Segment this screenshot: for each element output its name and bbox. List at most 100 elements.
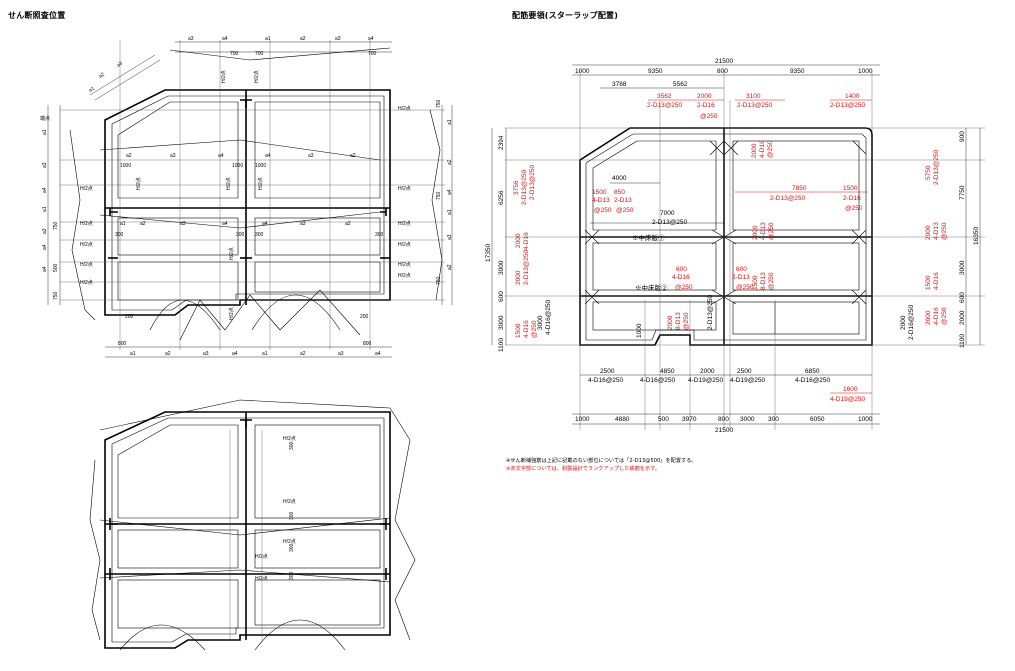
dimension-label: 3000 [959,260,966,275]
dimension-label: a3 [300,221,306,227]
dimension-label: 4-D16 [933,272,940,290]
dimension-label: 1600 [843,386,858,393]
dimension-label: 2500 [737,368,752,375]
cell-tl [117,101,239,199]
dimension-label: 200 [360,314,369,320]
dimension-label: 2-D13@250 [707,294,714,330]
dimension-label: 3562 [657,93,672,100]
dimension-label: H/2点 [283,499,296,505]
dimension-label: H/2点 [398,106,411,112]
dimension-label: 200 [125,314,134,320]
dimension-label: 4850 [660,368,675,375]
dimension-label: H/2点 [254,70,260,83]
dimension-label: 500 [658,416,669,423]
dimension-label: 600 [959,292,966,303]
dimension-label: 700 [230,51,239,57]
dimension-label: 2-D13@250 [521,169,528,205]
dimension-label: 300 [768,416,779,423]
dimension-label: H/2点 [283,436,296,442]
dimension-label: 16350 [973,227,980,245]
dimension-label: 9350 [790,68,805,75]
dimension-label: 2-D13@250 [647,102,683,109]
dimension-label: 2-D13 [614,197,632,204]
dimension-label: @250 [768,272,775,290]
dimension-label: 3788 [612,81,627,88]
dimension-label: H/2点 [398,262,411,268]
left-top-left-dims: a1 a3 a4 a1 a3 a4 a4 750 500 750 [42,105,61,305]
dimension-label: 2000 [515,233,522,248]
dimension-label: 750 [53,221,59,230]
dimension-label: a2 [300,36,306,42]
dimension-label: 4-D19@250 [830,396,866,403]
dimension-label: a4 [42,187,48,193]
cell-ml [117,217,239,256]
dimension-label: 300 [375,232,384,238]
dimension-label: a4 [218,153,224,159]
right-red-top: 3562 2000 2-D13@250 2-D16 @250 3100 2-D1… [647,93,872,158]
dimension-label: a1 [262,351,268,357]
dimension-label: 3000 [537,315,544,330]
dimension-label: 5750 [925,165,932,180]
left-top-bottom-dims: 800 800 a1 a2 a3 a4 a1 a2 a3 a4 200 200 [105,314,392,358]
dimension-label: 3100 [746,93,761,100]
dimension-label: 2-D16@250 [908,304,915,340]
dimension-label: 750 [53,291,59,300]
dimension-label: 1500 [515,323,522,338]
dimension-label: 4-D16 [523,232,530,250]
outer-wall-inner [111,95,385,311]
dimension-label: 800 [363,341,372,347]
dimension-label: 端点 [40,115,50,122]
dimension-label: 300 [289,511,295,520]
dimension-label: H/2点 [255,576,268,582]
dimension-label: 1100 [959,334,966,348]
dimension-label: 1500 [592,189,607,196]
right-interior: 4000 7000 2-D13@250 ※中床版① ※中床版② 1500 850… [590,175,868,338]
dimension-label: a2 [447,159,453,165]
dimension-label: a2 [447,264,453,270]
dimension-label: 1000 [858,416,873,423]
cell-mr [254,217,381,256]
right-bottom-dims: 2500 4850 2000 2500 6850 4-D16@250 4-D16… [572,368,880,434]
dimension-label: 7850 [792,185,807,192]
dimension-label: 750 [436,191,442,200]
dimension-label: a3 [170,153,176,159]
dimension-label: 21500 [715,427,733,434]
dimension-label: 500 [53,263,59,272]
left-top-top-dims: a3 a4 a1 a2 a3 a4 700 700 700 [175,36,392,57]
dimension-label: H/2点 [80,242,93,248]
dimension-label: 2394 [498,135,505,150]
dimension-label: a2 [140,221,146,227]
dimension-label: 2-D13@250 [523,249,530,285]
dimension-label: 600 [498,291,505,302]
dimension-label: a4 [447,189,453,195]
dimension-label: 3000 [740,416,755,423]
dimension-label: 2-D13 [732,274,750,281]
dimension-label: 1000 [120,163,131,169]
left-title: せん断照査位置 [8,11,66,20]
dimension-label: 600 [736,266,747,273]
dimension-label: @250 [594,207,612,214]
dimension-label: 2000 [751,143,758,158]
dimension-label: 7750 [959,185,966,200]
dimension-label: 750 [436,276,442,285]
dimension-label: H/2点 [258,177,264,190]
outer-wall [104,89,391,316]
dimension-label: 2000 [925,310,932,325]
dimension-label: 6850 [805,368,820,375]
dimension-label: 3756 [513,180,520,195]
dimension-label: 7000 [660,210,675,217]
dimension-label: 2000 [667,315,674,330]
dimension-label: 300 [289,543,295,552]
outer-wall-2 [104,411,391,649]
dimension-label: a3 [447,234,453,240]
dimension-label: H/2点 [283,539,296,545]
dimension-label: a4 [222,221,228,227]
dimension-label: a1 [88,86,96,94]
dimension-label: @250 [700,113,718,120]
dimension-label: 300 [255,232,264,238]
dimension-label: 600 [676,266,687,273]
dimension-label: @250 [845,205,863,212]
dimension-label: a4 [42,266,48,272]
left-bottom-frame [89,399,416,651]
dimension-label: a1 [447,119,453,125]
